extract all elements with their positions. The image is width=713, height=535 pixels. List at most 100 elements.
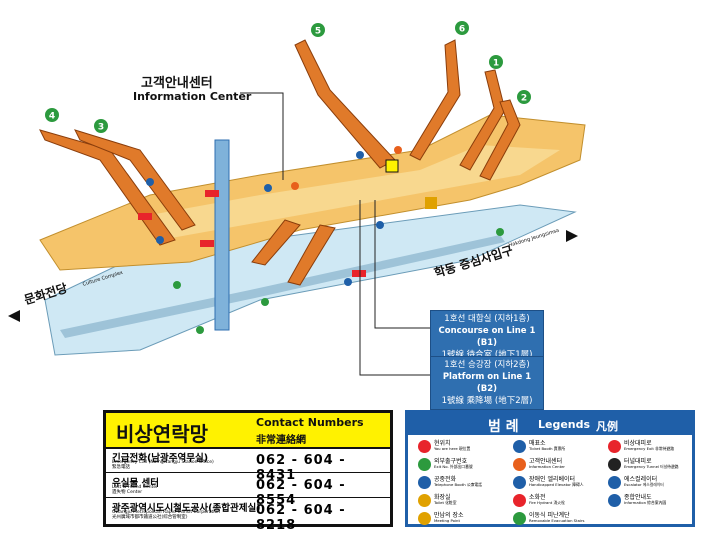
legend-item-label: 장애인 엘리베이터 xyxy=(529,476,576,483)
contact-name: 유실물 센터 xyxy=(112,478,160,489)
legend-item-label-en: Telephone Booth 公衆電話 xyxy=(434,482,483,487)
legend-item-label: 터널대피로 xyxy=(624,458,652,465)
legend-item-label: 만남의 장소 xyxy=(434,512,464,519)
legend-item-label: 비상대피로 xyxy=(624,440,652,447)
legend-item-label-en: Emergency Tunnel 터널待避路 xyxy=(624,464,679,469)
concourse-callout-line1: 1호선 대합실 (지하1층) xyxy=(444,314,530,324)
contact-cjk: 緊急電話 xyxy=(112,465,130,470)
info-center-title-en: Information Center xyxy=(133,90,252,103)
evacuation-stairs-icon xyxy=(513,512,526,525)
legend-item-label-en: Information Center xyxy=(529,464,565,469)
contact-en: Emergency Call (Namgwangju Station Offic… xyxy=(112,460,214,465)
legend-item-label-en: Ticket Booth 賣票所 xyxy=(529,446,566,451)
leader-lines xyxy=(240,92,430,376)
platform-track xyxy=(60,235,505,338)
legend-item-label: 화장실 xyxy=(434,494,451,501)
legend-item-label: 소화전 xyxy=(529,494,546,501)
contact-phone[interactable]: 062 - 604 - 8554 xyxy=(256,478,346,508)
station-map: 1 2 3 4 5 6 xyxy=(8,21,586,376)
svg-text:4: 4 xyxy=(49,112,55,122)
telephone-icon xyxy=(418,476,431,489)
concourse-floor-light xyxy=(150,145,560,240)
contacts-title-ko: 비상연락망 xyxy=(116,422,208,446)
emergency-exit-icon xyxy=(608,440,621,453)
platform-callout-line1: 1호선 승강장 (지하2층) xyxy=(444,360,530,370)
platform-callout-line3: 1號線 乘降場 (地下2層) xyxy=(441,396,533,406)
legend-title-en: Legends xyxy=(538,418,591,431)
contact-cjk: 光州廣域市都市鐵道公社(綜合管制室) xyxy=(112,515,188,520)
you-are-here-icon xyxy=(418,440,431,453)
information-map-icon xyxy=(608,494,621,507)
legend-item-label-en: Information 綜合案內圖 xyxy=(624,500,667,505)
contacts-title-en: Contact Numbers xyxy=(256,416,364,429)
legend-item-label: 매표소 xyxy=(529,440,546,447)
meeting-point-icon xyxy=(418,512,431,525)
platform-callout-line2: Platform on Line 1 (B2) xyxy=(442,372,532,394)
legend-item-label-en: Exit No. 外部出口番號 xyxy=(434,464,473,469)
legend-item-label-en: Handicapped Elevator 障碍人 xyxy=(529,482,584,487)
legend-item-label: 에스컬레이터 xyxy=(624,476,658,483)
legend-header: 범 례 Legends 凡例 xyxy=(408,413,692,435)
legend-item-label-en: Emergency Exit 非常待避路 xyxy=(624,446,675,451)
map-icons xyxy=(138,146,504,334)
platform-callout: 1호선 승강장 (지하2층) Platform on Line 1 (B2) 1… xyxy=(430,356,544,410)
contacts-header: 비상연락망 Contact Numbers 非常連絡網 xyxy=(106,413,390,449)
exit-markers: 1 2 3 4 5 6 xyxy=(45,21,531,133)
legend-item-label: 이동식 피난계단 xyxy=(529,512,570,519)
legend-item-label: 현위치 xyxy=(434,440,451,447)
elevator-shaft xyxy=(214,139,230,331)
legend-item-label-en: You are here 現位置 xyxy=(434,446,471,451)
legend-item-label-en: Meeting Point xyxy=(434,518,460,523)
contact-name: 광주광역시도시철도공사(종합관제실) xyxy=(112,503,261,514)
tunnel-exit-icon xyxy=(608,458,621,471)
legend-item-label-en: Escalator 에스컬레이터 xyxy=(624,482,664,487)
ticket-booth-icon xyxy=(513,440,526,453)
contact-en: Gwangju Metropolitan Rapid Transit Corpo… xyxy=(112,510,221,515)
legend-title-ko: 범 례 xyxy=(488,419,519,435)
exit-number-icon xyxy=(418,458,431,471)
direction-arrows xyxy=(8,230,578,322)
concourse-callout-line3: 1號線 待合室 (地下1層) xyxy=(441,350,533,360)
svg-text:2: 2 xyxy=(521,94,527,104)
contact-name-en: Emergency Call (Namgwangju Station Offic… xyxy=(112,460,252,470)
contact-row: 긴급전화(남광주역무실) Emergency Call (Namgwangju … xyxy=(106,447,390,483)
legend-item-label: 외부출구번호 xyxy=(434,458,468,465)
legend-item-label: 종합안내도 xyxy=(624,494,652,501)
elevator-icon xyxy=(513,476,526,489)
concourse-callout: 1호선 대합실 (지하1층) Concourse on Line 1 (B1) … xyxy=(430,310,544,364)
concourse-callout-line2: Concourse on Line 1 (B1) xyxy=(438,326,536,348)
toilet-icon xyxy=(418,494,431,507)
legend-title-cjk: 凡例 xyxy=(596,420,618,433)
contact-cjk: 遺失物 Center xyxy=(112,490,143,495)
legend-item-label: 고객안내센터 xyxy=(529,458,563,465)
contacts-title-cjk: 非常連絡網 xyxy=(256,435,306,446)
svg-text:3: 3 xyxy=(98,123,104,133)
info-center-title-ko: 고객안내센터 xyxy=(141,76,213,91)
contact-name-en: Gwangju Metropolitan Rapid Transit Corpo… xyxy=(112,510,252,520)
contact-en: Lost & Found Center xyxy=(112,485,158,490)
legend-item-label-en: Removable Evacuation Stairs xyxy=(529,518,585,523)
svg-text:5: 5 xyxy=(315,27,321,37)
legend-item-label-en: Toilet 化粧室 xyxy=(434,500,457,505)
contact-phone[interactable]: 062 - 604 - 8431 xyxy=(256,453,346,483)
contact-phone[interactable]: 062 - 604 - 8218 xyxy=(256,503,346,533)
contact-numbers-panel: 비상연락망 Contact Numbers 非常連絡網 긴급전화(남광주역무실)… xyxy=(103,410,393,533)
contact-row: 광주광역시도시철도공사(종합관제실) Gwangju Metropolitan … xyxy=(106,497,390,533)
legend-item-label-en: Fire Hydrant 消火栓 xyxy=(529,500,565,505)
fire-hydrant-icon xyxy=(513,494,526,507)
information-icon xyxy=(513,458,526,471)
svg-text:1: 1 xyxy=(493,59,499,69)
escalator-icon xyxy=(608,476,621,489)
legend-item-label: 공중전화 xyxy=(434,476,457,483)
